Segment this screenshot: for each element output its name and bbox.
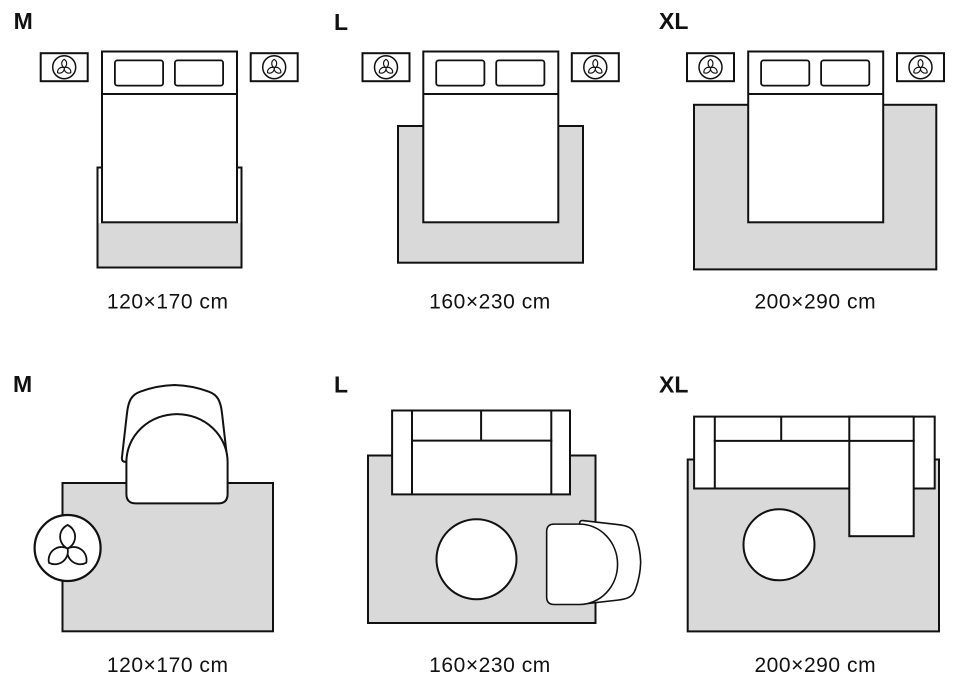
svg-text:L: L xyxy=(334,372,348,398)
svg-text:M: M xyxy=(14,8,33,34)
svg-text:XL: XL xyxy=(659,8,688,34)
svg-text:M: M xyxy=(13,371,32,397)
svg-text:L: L xyxy=(334,9,348,35)
svg-text:200×290 cm: 200×290 cm xyxy=(754,654,876,677)
svg-text:XL: XL xyxy=(659,372,688,398)
svg-text:160×230 cm: 160×230 cm xyxy=(429,291,551,314)
svg-text:120×170 cm: 120×170 cm xyxy=(107,654,229,677)
svg-text:120×170 cm: 120×170 cm xyxy=(107,291,229,314)
svg-text:160×230 cm: 160×230 cm xyxy=(429,654,551,677)
svg-text:200×290 cm: 200×290 cm xyxy=(754,291,876,314)
